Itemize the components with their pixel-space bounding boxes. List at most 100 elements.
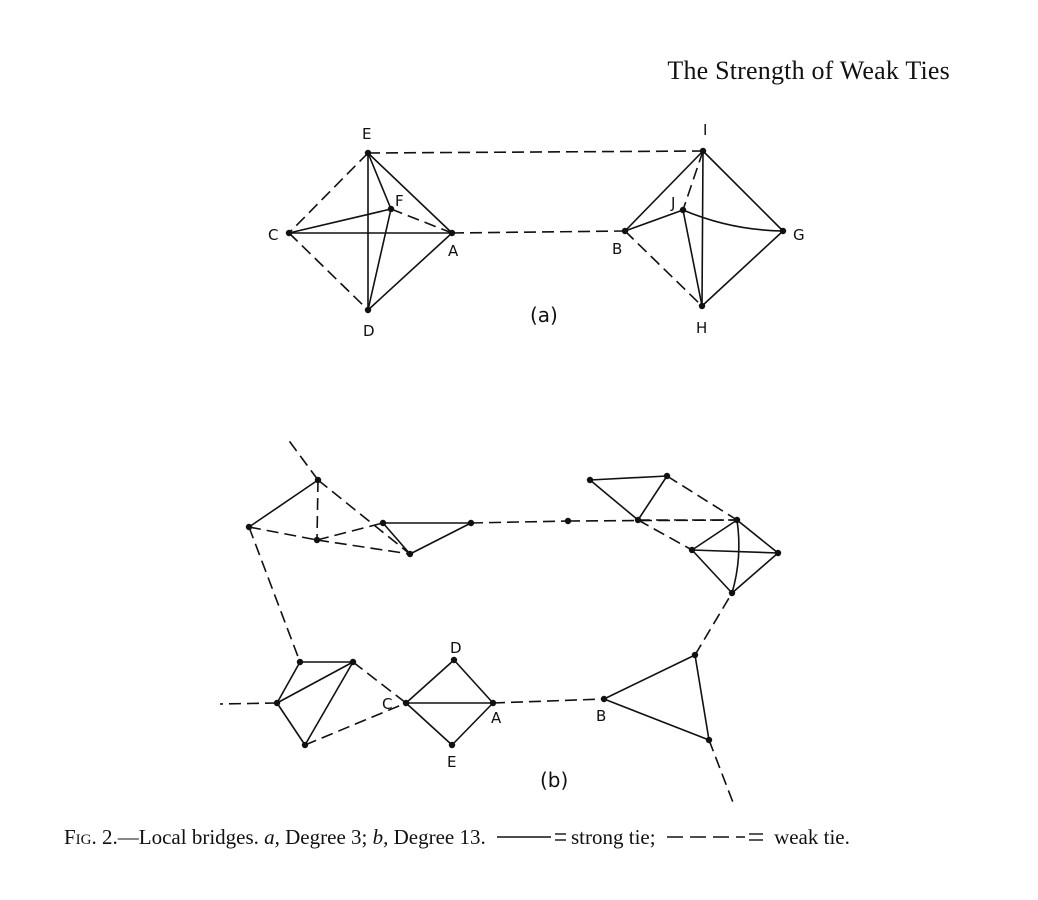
node-r1 <box>586 476 594 484</box>
strong-tie-l2-l3 <box>276 661 354 704</box>
strong-tie-aH-aG <box>701 230 784 307</box>
caption-b-letter: b, <box>372 825 389 849</box>
weak-tie-aA-aB <box>451 230 626 234</box>
weak-tie-tL-e3 <box>708 739 735 806</box>
strong-tie-aE-aA <box>367 152 453 234</box>
weak-tie-aE-aI <box>367 150 704 154</box>
weak-tie-u1-u3 <box>316 479 319 541</box>
weak-tie-u2-l1 <box>248 526 301 663</box>
weak-tie-u3-u4 <box>316 522 384 541</box>
node-r3 <box>634 516 642 524</box>
weak-tie-tT-r7 <box>694 592 733 656</box>
node-cE <box>448 741 456 749</box>
node-label-a-f: F <box>395 192 404 210</box>
caption-fig-number: Fig. 2. <box>64 825 118 849</box>
node-label-a-c: C <box>268 226 278 244</box>
weak-tie-l2-cC <box>352 661 407 704</box>
strong-tie-cD-cA <box>453 659 494 704</box>
node-r7 <box>728 589 736 597</box>
figure-caption: Fig. 2.—Local bridges. a, Degree 3; b, D… <box>64 823 954 851</box>
node-r6 <box>774 549 782 557</box>
strong-tie-aJ-aB <box>624 209 684 232</box>
strong-tie-l2-l4 <box>304 661 354 746</box>
node-label-b-c: C <box>382 695 392 713</box>
caption-b-text: Degree 13. <box>393 825 486 849</box>
weak-tie-u7-r4 <box>567 519 738 522</box>
node-aG <box>779 227 787 235</box>
node-tB <box>600 695 608 703</box>
node-aA <box>448 229 456 237</box>
node-u7 <box>564 517 572 525</box>
strong-tie-r4-r6 <box>736 519 779 554</box>
strong-tie-u4-u5 <box>382 522 411 555</box>
node-label-b-a: A <box>491 709 502 727</box>
node-cA <box>489 699 497 707</box>
strong-tie-l3-l4 <box>276 702 306 746</box>
strong-tie-u5-u6 <box>409 522 472 555</box>
weak-tie-u3-u5 <box>316 539 411 555</box>
running-head: The Strength of Weak Ties <box>667 56 950 85</box>
strong-tie-r2-r3 <box>637 475 668 521</box>
strong-tie-cE-cC <box>405 702 453 746</box>
node-tL <box>705 736 713 744</box>
weak-tie-aI-aJ <box>682 150 704 211</box>
node-label-a-i: I <box>703 121 707 139</box>
strong-tie-tB-tL <box>603 698 710 741</box>
node-r5 <box>688 546 696 554</box>
panel-label-b: (b) <box>540 768 568 792</box>
strong-tie-r1-r3 <box>589 479 639 521</box>
node-label-a-j: J <box>670 194 675 212</box>
node-label-b-e: E <box>447 753 456 771</box>
node-label-a-h: H <box>696 319 707 337</box>
strong-tie-aF-aC <box>288 208 392 234</box>
strong-tie-r4-r5 <box>691 519 738 551</box>
strong-tie-aI-aG <box>702 150 784 232</box>
strong-tie-r1-r2 <box>589 475 668 481</box>
node-l4 <box>301 741 309 749</box>
caption-dash: — <box>117 825 139 849</box>
weak-tie-l3-e2 <box>219 702 278 705</box>
node-u6 <box>467 519 475 527</box>
node-aE <box>364 149 372 157</box>
figure-local-bridges: E F C A D I J B G H (a) D C A E B (b) <box>219 121 805 806</box>
caption-strong-text: strong tie; <box>570 825 656 849</box>
caption-a-letter: a, <box>264 825 280 849</box>
strong-tie-l1-l3 <box>276 661 301 704</box>
weak-tie-u6-u7 <box>470 520 569 524</box>
node-aH <box>698 302 706 310</box>
strong-tie-aI-aB <box>624 150 704 232</box>
node-label-b-b: B <box>596 707 606 725</box>
node-aJ <box>679 206 687 214</box>
node-aD <box>364 306 372 314</box>
strong-tie-aE-aF <box>367 152 392 210</box>
weak-tie-aF-aA <box>390 208 453 234</box>
weak-tie-cA-tB <box>492 698 605 704</box>
node-label-a-e: E <box>362 125 371 143</box>
strong-tie-cC-cD <box>405 659 455 704</box>
node-u2 <box>245 523 253 531</box>
node-aC <box>285 229 293 237</box>
weak-tie-u2-u3 <box>248 526 318 541</box>
weak-tie-l4-cC <box>304 702 407 746</box>
node-u3 <box>313 536 321 544</box>
node-r2 <box>663 472 671 480</box>
strong-tie-aJ-aG <box>682 209 784 232</box>
weak-tie-aC-aD <box>288 232 369 311</box>
strong-tie-aD-aA <box>367 232 453 311</box>
node-tT <box>691 651 699 659</box>
weak-tie-r2-r4 <box>666 475 738 521</box>
node-cC <box>402 699 410 707</box>
strong-tie-u1-u2 <box>248 479 319 528</box>
node-u1 <box>314 476 322 484</box>
node-label-a-g: G <box>793 226 805 244</box>
strong-tie-r5-r6 <box>691 549 779 554</box>
strong-tie-aI-aH <box>701 150 704 307</box>
strong-tie-aF-aD <box>367 208 392 311</box>
weak-tie-r3-r5 <box>637 519 693 551</box>
legend-weak-line <box>666 833 763 841</box>
weak-tie-aE-aC <box>288 152 369 234</box>
node-aF <box>387 205 395 213</box>
caption-a-text: Degree 3; <box>285 825 368 849</box>
node-label-b-d: D <box>450 639 462 657</box>
caption-weak-text: weak tie. <box>774 825 850 849</box>
